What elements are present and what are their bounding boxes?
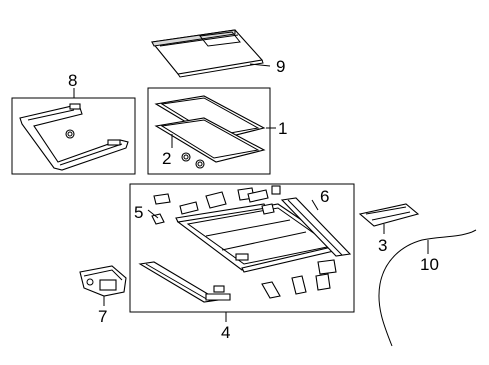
drain-frame-part (19, 103, 129, 171)
leader-9 (249, 63, 271, 67)
sunroof-housing-part (138, 185, 352, 303)
weatherstrip-part (154, 95, 266, 169)
leader-6 (311, 199, 319, 211)
callout-4: 4 (221, 323, 231, 342)
glass-panel-part (150, 29, 264, 78)
group-box-1 (147, 87, 271, 175)
drain-hose-part (378, 229, 477, 347)
callout-5: 5 (134, 203, 144, 222)
callout-10: 10 (420, 255, 439, 274)
callout-6: 6 (320, 187, 330, 206)
callout-1: 1 (278, 119, 288, 138)
callout-8: 8 (68, 71, 78, 90)
callout-3: 3 (378, 236, 388, 255)
callout-9: 9 (276, 57, 286, 76)
callout-7: 7 (98, 307, 108, 326)
sunshade-part (358, 203, 420, 227)
group-box-4 (129, 183, 355, 313)
leader-5 (147, 209, 159, 219)
callout-2: 2 (162, 149, 172, 168)
motor-part (79, 265, 127, 297)
